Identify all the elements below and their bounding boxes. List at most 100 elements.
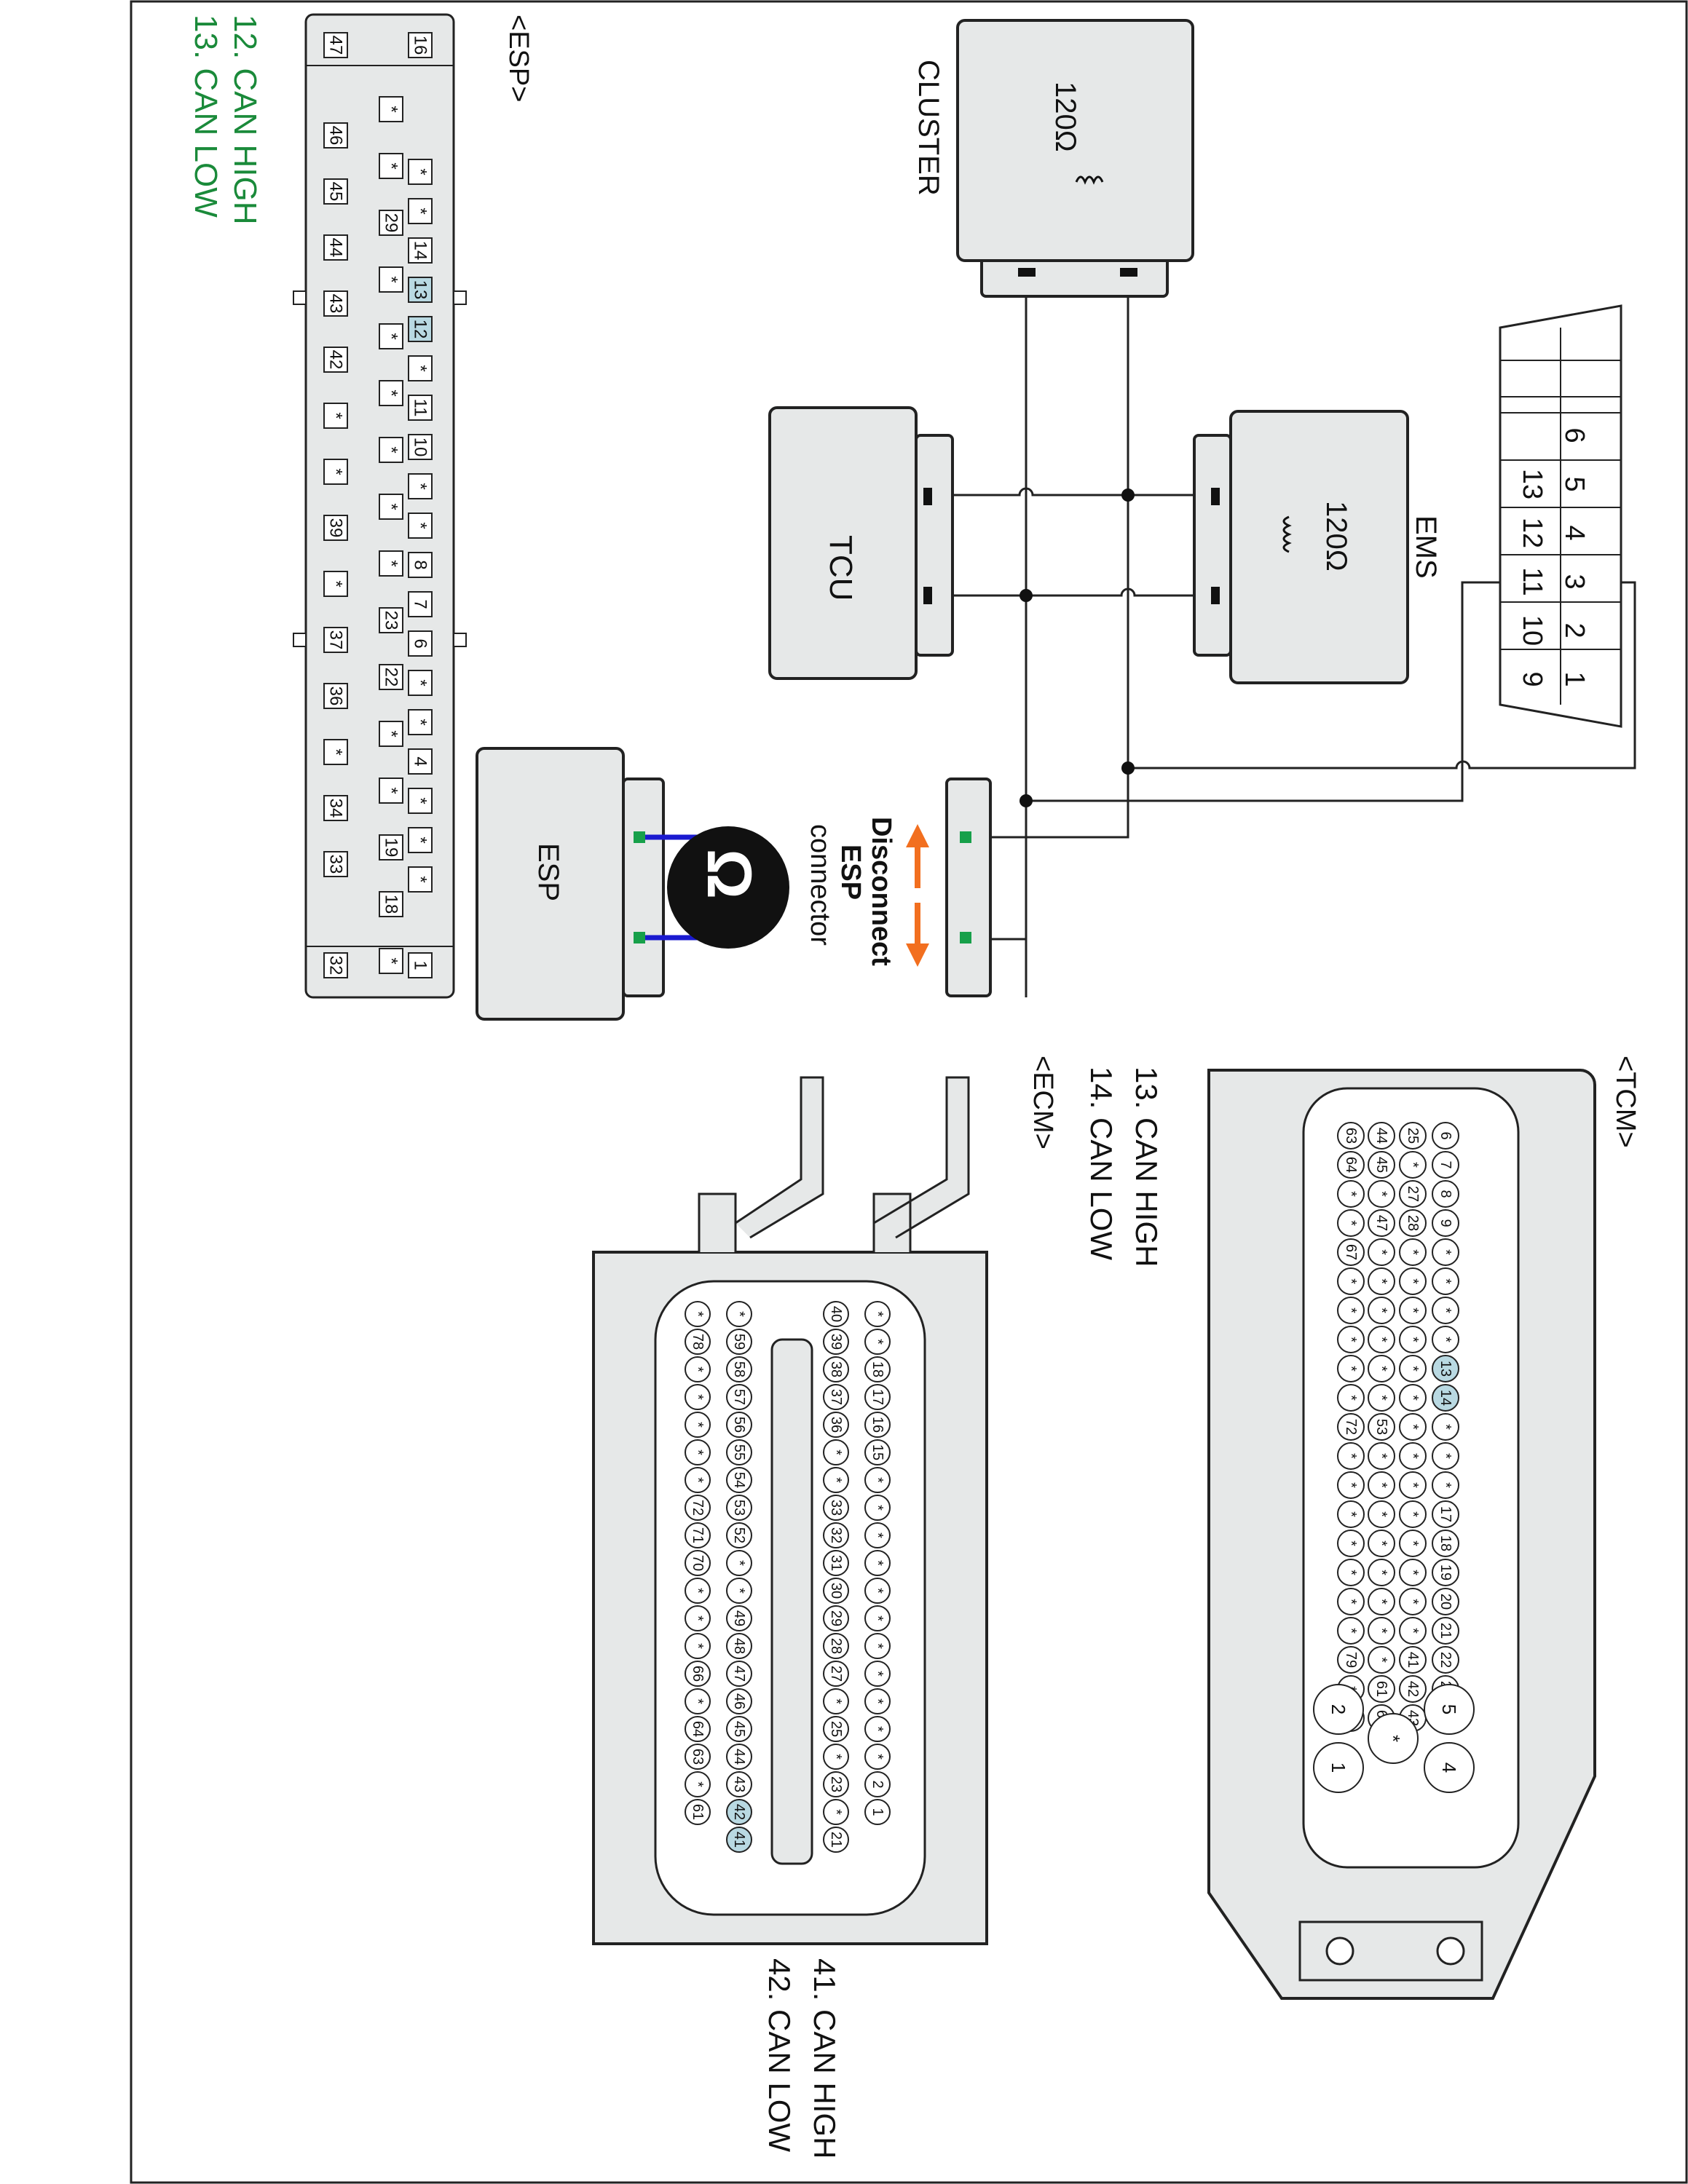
tcm-pin-*: *	[1405, 1366, 1421, 1372]
tcm-pin-*: *	[1437, 1453, 1454, 1459]
tcm-pin-*: *	[1373, 1511, 1389, 1517]
wire-junction-dot	[1019, 589, 1033, 602]
ecm-pin-43: 43	[731, 1776, 747, 1792]
esp-pin-*: *	[382, 106, 401, 112]
dlc-pin11-wire	[1026, 581, 1513, 802]
esp-pin-12-cell	[408, 316, 433, 342]
ecm-pin-*-circle	[864, 1329, 891, 1355]
tcm-power-pin-circle	[1313, 1684, 1364, 1735]
tcm-pin-9-circle	[1432, 1209, 1459, 1237]
esp-pin-*-cell	[408, 473, 433, 499]
tcm-power-pin-1: 1	[1328, 1762, 1349, 1773]
ecm-pin-44-circle	[726, 1744, 752, 1770]
page-frame	[130, 0, 1688, 2184]
ecm-pin-38-circle	[823, 1356, 849, 1382]
esp-pin-*: *	[382, 276, 401, 282]
esp-pin-*-cell	[408, 709, 433, 735]
ecm-pin-*: *	[828, 1477, 844, 1483]
tcm-pin-*-circle	[1399, 1617, 1427, 1645]
esp-pin-6-cell	[408, 630, 433, 657]
esp-pin-14-cell	[408, 237, 433, 264]
esp-pin-29: 29	[382, 213, 401, 233]
ecm-locking-lever	[698, 1076, 970, 1252]
ecm-pin-58-circle	[726, 1356, 752, 1382]
esp-pin-13-cell	[408, 277, 433, 303]
tcm-pin-67-circle	[1337, 1238, 1365, 1266]
tcm-pin-*: *	[1343, 1366, 1359, 1372]
tcm-pin-*-circle	[1432, 1413, 1459, 1441]
esp-harness-connector	[945, 778, 992, 997]
tcm-pin-61-circle	[1368, 1675, 1395, 1703]
tcm-pin-*: *	[1437, 1278, 1454, 1284]
ecm-pin-*-circle	[864, 1688, 891, 1714]
tcm-pin-*-circle	[1368, 1588, 1395, 1615]
ecm-pin-53: 53	[731, 1500, 747, 1516]
esp-pin-34-cell	[323, 795, 348, 821]
tcm-pin-*-circle	[1337, 1471, 1365, 1499]
esp-module-pin-a	[634, 831, 645, 843]
can-low-bus-wire	[972, 269, 1129, 839]
tcu-pin-b	[923, 587, 932, 604]
tcm-pin-25-circle	[1399, 1122, 1427, 1150]
ecm-pin-72: 72	[690, 1500, 706, 1516]
tcu-label: TCU	[823, 535, 859, 601]
ecm-pin-*: *	[869, 1339, 886, 1345]
tcm-pin-*-circle	[1337, 1442, 1365, 1470]
dlc-pin-9: 9	[1517, 671, 1547, 687]
tcm-pin-13-circle	[1432, 1355, 1459, 1382]
esp-pin-*: *	[411, 365, 430, 371]
dlc-pin-2: 2	[1559, 622, 1590, 638]
ecm-pin-39-circle	[823, 1329, 849, 1355]
tcm-pin-79: 79	[1343, 1652, 1359, 1668]
ecm-pin-17-circle	[864, 1384, 891, 1410]
tcm-pin-*-circle	[1432, 1326, 1459, 1353]
ecm-pin-27: 27	[828, 1666, 844, 1682]
esp-pin-22: 22	[382, 668, 401, 687]
ecm-pin-*: *	[869, 1560, 886, 1566]
tcm-pin-*-circle	[1368, 1355, 1395, 1382]
ecm-pin-*: *	[869, 1643, 886, 1649]
tcm-pin-*-circle	[1432, 1267, 1459, 1295]
esp-connector-divider	[306, 65, 454, 947]
tcm-pin-64: 64	[1343, 1157, 1359, 1173]
ecm-pin-36: 36	[828, 1417, 844, 1433]
tcm-pin-*-circle	[1399, 1267, 1427, 1295]
tcm-pin-28-circle	[1399, 1209, 1427, 1237]
ecm-pin-*-circle	[864, 1550, 891, 1576]
tcm-pin-41-circle	[1399, 1646, 1427, 1674]
tcm-pin-*: *	[1373, 1249, 1389, 1255]
ecm-pin-45: 45	[731, 1721, 747, 1737]
tcm-pin-27-circle	[1399, 1180, 1427, 1208]
tcm-pin-*: *	[1437, 1337, 1454, 1342]
ems-pin-b	[1211, 587, 1220, 604]
ecm-pin-40: 40	[828, 1306, 844, 1322]
esp-pin-16-cell	[408, 32, 433, 58]
esp-pin-*-cell	[379, 778, 403, 804]
esp-pin-7-cell	[408, 591, 433, 617]
ecm-pin-*: *	[690, 1781, 706, 1787]
ecm-pin-*-circle	[864, 1716, 891, 1742]
dlc-pin-1: 1	[1559, 671, 1590, 687]
esp-pin-*-cell	[408, 827, 433, 853]
tcm-pin-20: 20	[1437, 1594, 1454, 1610]
tcm-pin-*: *	[1373, 1191, 1389, 1197]
tcm-pin-6-circle	[1432, 1122, 1459, 1150]
tcm-pin-*-circle	[1399, 1384, 1427, 1412]
esp-pin-37: 37	[326, 630, 346, 650]
tcm-pin-72-circle	[1337, 1413, 1365, 1441]
ecm-pin-*-circle	[685, 1356, 711, 1382]
tcm-pin-*: *	[1343, 1307, 1359, 1313]
tcm-pin-*: *	[1343, 1337, 1359, 1342]
tcm-pin-44: 44	[1373, 1128, 1389, 1144]
ecm-pin-46-circle	[726, 1688, 752, 1714]
wire-junction-dot	[1121, 488, 1135, 502]
tcm-pin-64-circle	[1337, 1151, 1365, 1179]
ecm-pin-55: 55	[731, 1444, 747, 1460]
tcm-pin-19: 19	[1437, 1564, 1454, 1580]
dlc-pin-11: 11	[1517, 567, 1547, 596]
esp-pin-11: 11	[411, 399, 430, 417]
tcm-pin-*: *	[1373, 1366, 1389, 1372]
esp-pin-39-cell	[323, 515, 348, 541]
ecm-pin-66: 66	[690, 1666, 706, 1682]
ecm-pin-*: *	[731, 1311, 747, 1317]
